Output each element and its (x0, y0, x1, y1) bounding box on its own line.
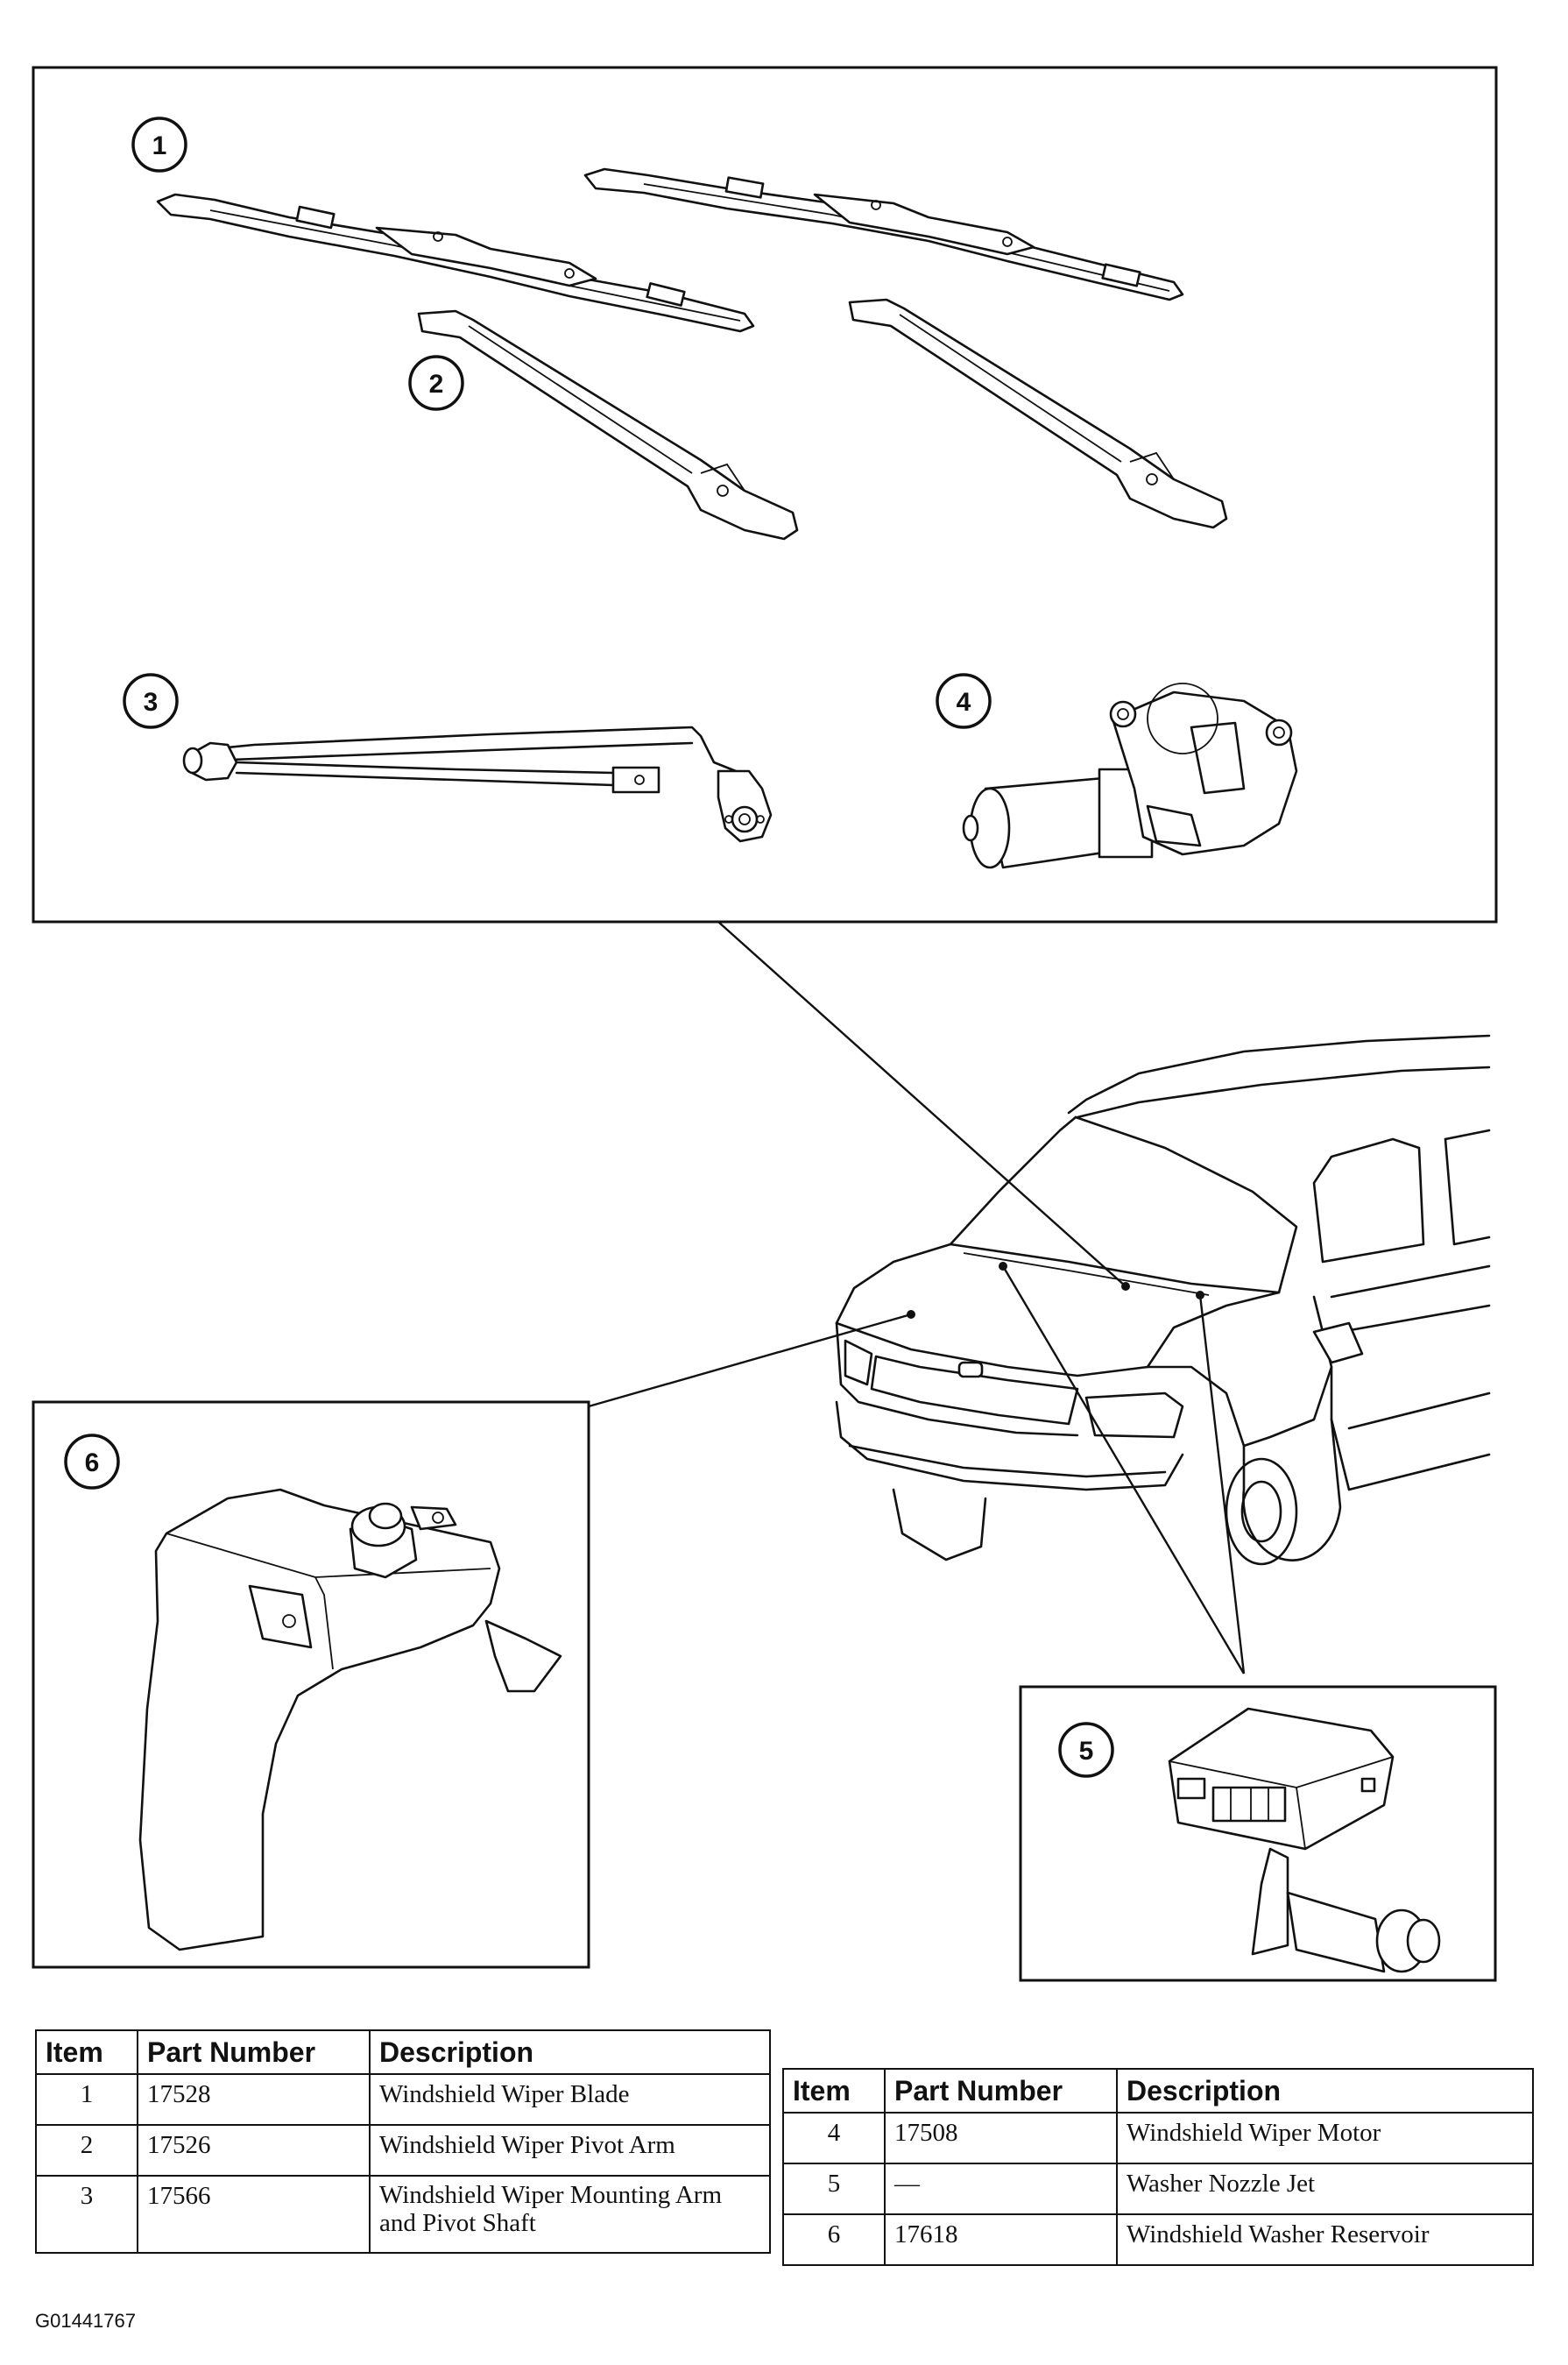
leader-line-nozzle-a (1001, 1265, 1246, 1675)
reservoir-detail-box (32, 1400, 590, 1969)
cell-item: 2 (35, 2124, 138, 2177)
header-description: Description (369, 2029, 771, 2075)
cell-description: Windshield Wiper Pivot Arm (369, 2124, 771, 2177)
callout-1: 1 (131, 117, 187, 173)
cell-part-number: 17528 (137, 2073, 371, 2126)
parts-table-right: Item Part Number Description 4 17508 Win… (782, 2068, 1534, 2266)
nozzle-detail-box (1019, 1685, 1497, 1982)
table-row: 4 17508 Windshield Wiper Motor (782, 2112, 1534, 2164)
leader-line-reservoir (588, 1313, 912, 1408)
cell-part-number: — (884, 2163, 1118, 2215)
svg-text:4: 4 (957, 688, 971, 717)
wiper-linkage (182, 726, 773, 843)
callout-2: 2 (408, 355, 464, 411)
washer-nozzle-jet (1168, 1707, 1441, 1973)
callout-5: 5 (1058, 1722, 1114, 1778)
leader-dot (999, 1262, 1007, 1271)
cell-item: 6 (782, 2213, 886, 2266)
washer-reservoir (138, 1488, 562, 1951)
header-item: Item (782, 2068, 886, 2114)
wiper-pivot-arm-right (848, 298, 1228, 529)
leader-line-nozzle-b (1198, 1294, 1246, 1675)
table-row: 5 — Washer Nozzle Jet (782, 2163, 1534, 2215)
cell-description: Windshield Wiper Blade (369, 2073, 771, 2126)
table-row: 1 17528 Windshield Wiper Blade (35, 2073, 771, 2126)
wiper-blade-left (156, 193, 755, 333)
svg-text:1: 1 (152, 131, 167, 160)
cell-description: Washer Nozzle Jet (1116, 2163, 1534, 2215)
cell-part-number: 17618 (884, 2213, 1118, 2266)
wiper-blade-right (583, 167, 1184, 301)
cell-item: 3 (35, 2175, 138, 2254)
cell-item: 4 (782, 2112, 886, 2164)
cell-description: Windshield Washer Reservoir (1116, 2213, 1534, 2266)
vehicle-illustration (835, 1034, 1491, 1566)
callout-4: 4 (936, 673, 992, 729)
header-item: Item (35, 2029, 138, 2075)
header-part-number: Part Number (884, 2068, 1118, 2114)
table-header-row: Item Part Number Description (782, 2068, 1534, 2114)
cell-part-number: 17526 (137, 2124, 371, 2177)
table-row: 3 17566 Windshield Wiper Mounting Arm an… (35, 2175, 771, 2254)
cell-part-number: 17508 (884, 2112, 1118, 2164)
leader-line-to-motor (717, 921, 1127, 1287)
callout-3: 3 (123, 673, 179, 729)
wiper-pivot-arm-left (417, 309, 799, 541)
cell-description: Windshield Wiper Motor (1116, 2112, 1534, 2164)
table-row: 6 17618 Windshield Washer Reservoir (782, 2213, 1534, 2266)
cell-item: 5 (782, 2163, 886, 2215)
parts-detail-box (32, 66, 1498, 924)
leader-dot (907, 1310, 915, 1319)
svg-text:5: 5 (1079, 1737, 1094, 1766)
figure-code: G01441767 (35, 2310, 136, 2332)
header-part-number: Part Number (137, 2029, 371, 2075)
svg-text:3: 3 (144, 688, 159, 717)
parts-table-left: Item Part Number Description 1 17528 Win… (35, 2029, 771, 2254)
cell-item: 1 (35, 2073, 138, 2126)
leader-dot (1196, 1291, 1204, 1299)
cell-part-number: 17566 (137, 2175, 371, 2254)
svg-text:6: 6 (85, 1448, 100, 1477)
callout-6: 6 (64, 1434, 120, 1490)
leader-dot (1121, 1282, 1130, 1291)
table-header-row: Item Part Number Description (35, 2029, 771, 2075)
table-row: 2 17526 Windshield Wiper Pivot Arm (35, 2124, 771, 2177)
wiper-motor (962, 683, 1298, 869)
cell-description: Windshield Wiper Mounting Arm and Pivot … (369, 2175, 771, 2254)
header-description: Description (1116, 2068, 1534, 2114)
svg-text:2: 2 (429, 370, 444, 399)
